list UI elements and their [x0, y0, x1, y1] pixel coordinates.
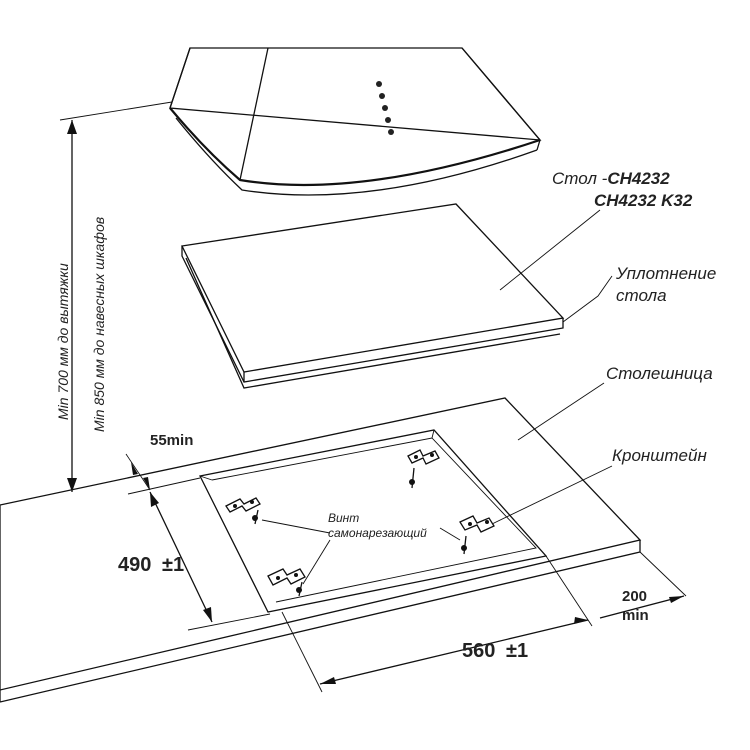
- depth-value: 490: [118, 554, 151, 576]
- table-label: Стол -CH4232 CH4232 K32: [499, 169, 693, 291]
- vertical-clearance-dimension: Min 700 мм до вытяжки Min 850 мм до наве…: [55, 101, 173, 492]
- screw: [252, 509, 259, 525]
- depth-tolerance: ±1: [162, 554, 184, 576]
- screw-line-1: Винт: [328, 511, 359, 525]
- front-gap-label: 55min: [150, 432, 193, 449]
- table-prefix: Стол -: [552, 169, 608, 188]
- svg-text:Стол -CH4232: Стол -CH4232: [552, 169, 670, 188]
- width-dimension: 560 ±1: [281, 555, 593, 693]
- button-dot: [385, 117, 391, 123]
- bracket-right: [459, 515, 495, 533]
- button-dot: [382, 105, 388, 111]
- button-dot: [388, 129, 394, 135]
- countertop: [0, 397, 642, 703]
- model-2: CH4232 K32: [594, 191, 693, 210]
- bracket-front: [267, 568, 306, 586]
- screw: [409, 467, 415, 489]
- depth-dimension: 490 ±1: [118, 491, 271, 631]
- width-value: 560: [462, 640, 495, 662]
- range-hood: [169, 47, 542, 196]
- model-1: CH4232: [607, 169, 670, 188]
- seal-line-2: стола: [616, 286, 667, 305]
- button-dot: [379, 93, 385, 99]
- hob-panel: [181, 203, 565, 389]
- screw: [296, 581, 303, 597]
- control-buttons: [376, 81, 394, 135]
- screw-line-2: самонарезающий: [328, 526, 427, 540]
- countertop-text: Столешница: [606, 364, 713, 383]
- button-dot: [376, 81, 382, 87]
- screw-label: Винт самонарезающий: [328, 511, 427, 540]
- seal-line-1: Уплотнение: [615, 264, 716, 283]
- side-gap-unit: min: [622, 607, 649, 624]
- bracket-front-left: [225, 497, 261, 513]
- side-gap-value: 200: [622, 588, 647, 605]
- screw: [461, 535, 467, 555]
- screw-leader-lines: [261, 519, 461, 585]
- front-gap-dimension: 55min: [125, 432, 201, 495]
- seal-label: Уплотнение стола: [562, 264, 716, 323]
- countertop-label: Столешница: [517, 364, 713, 441]
- cabinet-clearance-label: Min 850 мм до навесных шкафов: [91, 217, 107, 432]
- width-tolerance: ±1: [506, 640, 528, 662]
- bracket-back-right: [407, 449, 440, 465]
- side-gap-dimension: 200 min: [599, 551, 687, 624]
- bracket-text: Кронштейн: [612, 446, 707, 465]
- hood-clearance-label: Min 700 мм до вытяжки: [55, 263, 71, 420]
- bracket-label: Кронштейн: [491, 446, 707, 525]
